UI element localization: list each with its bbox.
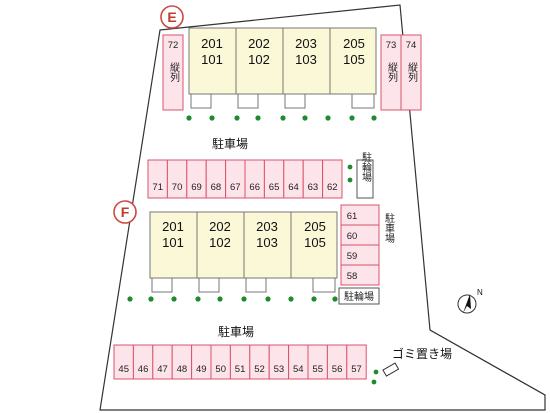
trees-e bbox=[186, 115, 377, 121]
parking-number-55: 55 bbox=[312, 364, 323, 375]
parking-space-74 bbox=[400, 34, 422, 111]
building-f: F 201 101 202 102 203 103 205 105 bbox=[113, 200, 338, 293]
parking-number-60: 60 bbox=[347, 231, 358, 242]
parking-number-70: 70 bbox=[172, 182, 183, 193]
unit-e-102: 102 bbox=[248, 52, 270, 67]
unit-f-103: 103 bbox=[256, 235, 278, 250]
parking-number-51: 51 bbox=[235, 364, 246, 375]
parking-number-45: 45 bbox=[118, 364, 129, 375]
parking-number-62: 62 bbox=[327, 182, 338, 193]
unit-e-103: 103 bbox=[295, 52, 317, 67]
road-edge bbox=[429, 329, 546, 396]
parking-space-57 bbox=[346, 344, 367, 380]
trees-garbage bbox=[371, 369, 379, 385]
badge-e-ring bbox=[160, 5, 184, 29]
unit-e-205: 205 bbox=[343, 36, 365, 51]
parking-number-61: 61 bbox=[347, 211, 358, 222]
trees-bicycle bbox=[347, 164, 353, 183]
parking-number-47: 47 bbox=[157, 364, 168, 375]
bicycle-label-top: 駐輪場 bbox=[360, 151, 372, 183]
middle-parking-row: 71 70 69 68 67 66 65 64 63 62 bbox=[147, 159, 343, 199]
parking-number-57: 57 bbox=[351, 364, 362, 375]
badge-f: F bbox=[121, 204, 130, 220]
parking-number-50: 50 bbox=[215, 364, 226, 375]
unit-e-202: 202 bbox=[248, 36, 270, 51]
parking-number-65: 65 bbox=[269, 182, 280, 193]
vertical-label-74: 縦列 bbox=[406, 61, 418, 83]
parking-label-top: 駐車場 bbox=[212, 136, 248, 151]
parking-space-72 bbox=[162, 34, 184, 111]
parking-number-63: 63 bbox=[308, 182, 319, 193]
bicycle-parking-top bbox=[356, 159, 374, 199]
unit-e-203: 203 bbox=[295, 36, 317, 51]
vertical-label-73: 縦列 bbox=[386, 61, 398, 83]
north-arrow-icon: N bbox=[457, 288, 483, 314]
parking-number-66: 66 bbox=[249, 182, 260, 193]
unit-f-202: 202 bbox=[209, 219, 231, 234]
parking-number-53: 53 bbox=[274, 364, 285, 375]
bottom-parking-row: 45 46 47 48 49 50 51 52 53 54 55 56 57 bbox=[113, 344, 367, 380]
parking-number-48: 48 bbox=[177, 364, 188, 375]
bicycle-parking-bottom bbox=[338, 287, 380, 305]
parking-label-side: 駐車場 bbox=[383, 212, 395, 244]
unit-e-101: 101 bbox=[201, 52, 223, 67]
side-parking-column: 61 60 59 58 bbox=[340, 204, 380, 286]
parking-number-69: 69 bbox=[191, 182, 202, 193]
parking-number-73: 73 bbox=[386, 40, 397, 51]
parking-number-71: 71 bbox=[152, 182, 163, 193]
parking-space-62 bbox=[322, 159, 343, 199]
parking-number-68: 68 bbox=[211, 182, 222, 193]
unit-f-101: 101 bbox=[162, 235, 184, 250]
badge-f-ring bbox=[113, 200, 137, 224]
garbage-label: ゴミ置き場 bbox=[392, 346, 452, 361]
parking-number-74: 74 bbox=[406, 40, 417, 51]
parking-number-49: 49 bbox=[196, 364, 207, 375]
unit-f-102: 102 bbox=[209, 235, 231, 250]
unit-e-201: 201 bbox=[201, 36, 223, 51]
parking-number-72: 72 bbox=[168, 40, 179, 51]
bicycle-label-bottom: 駐輪場 bbox=[344, 290, 374, 303]
parking-number-67: 67 bbox=[230, 182, 241, 193]
trees-f bbox=[127, 296, 338, 302]
parking-label-bottom: 駐車場 bbox=[218, 324, 254, 339]
parking-number-46: 46 bbox=[138, 364, 149, 375]
parking-number-56: 56 bbox=[332, 364, 343, 375]
north-label: N bbox=[477, 288, 483, 297]
parking-space-58 bbox=[340, 264, 380, 286]
unit-f-203: 203 bbox=[256, 219, 278, 234]
unit-e-105: 105 bbox=[343, 52, 365, 67]
parking-number-59: 59 bbox=[347, 251, 358, 262]
unit-f-205: 205 bbox=[304, 219, 326, 234]
parking-number-64: 64 bbox=[288, 182, 299, 193]
vertical-label-72: 縦列 bbox=[168, 61, 180, 83]
unit-f-201: 201 bbox=[162, 219, 184, 234]
garbage-icon bbox=[382, 362, 400, 377]
building-e: E 72 縦列 201 101 202 102 203 103 205 105 … bbox=[160, 5, 422, 111]
badge-e: E bbox=[167, 9, 176, 25]
unit-f-105: 105 bbox=[304, 235, 326, 250]
parking-number-54: 54 bbox=[293, 364, 304, 375]
parking-number-52: 52 bbox=[254, 364, 265, 375]
parking-number-58: 58 bbox=[347, 271, 358, 282]
